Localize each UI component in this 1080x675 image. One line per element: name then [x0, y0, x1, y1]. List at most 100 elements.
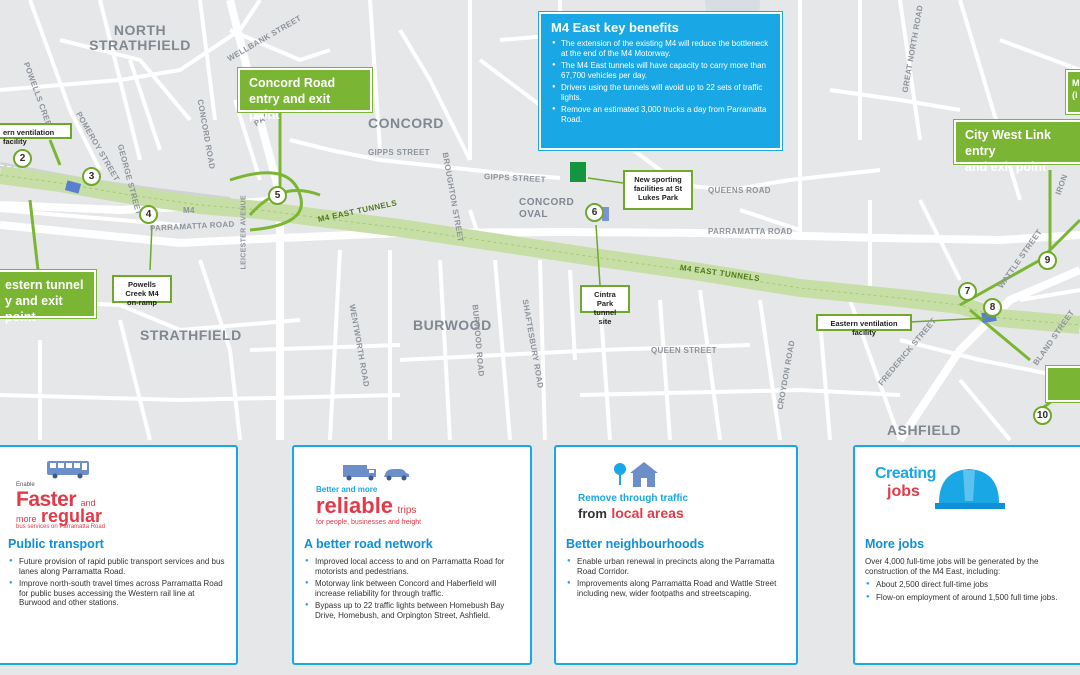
card-item: Bypass up to 22 traffic lights between H… — [305, 601, 520, 620]
suburb-concord-oval: CONCORD OVAL — [519, 197, 575, 220]
street-broughton: BROUGHTON STREET — [440, 151, 466, 243]
badge-reliable: reliable — [316, 493, 394, 518]
suburb-north-strathfield: NORTH STRATHFIELD — [89, 22, 191, 53]
card-neighbourhoods: Remove through traffic from local areas … — [554, 445, 798, 665]
western-ventilation-facility-marker — [64, 180, 82, 194]
tunnel-label-1: M4 EAST TUNNELS — [317, 198, 398, 224]
key-benefit-item: The extension of the existing M4 will re… — [552, 39, 770, 58]
street-queens-road: QUEENS ROAD — [708, 186, 771, 195]
card-road-network: Better and more reliable trips for peopl… — [292, 445, 532, 665]
badge-regular-line: more regular — [16, 506, 102, 527]
badge-reliable-trips: Better and more reliable trips for peopl… — [304, 453, 520, 531]
badge-from: from — [578, 506, 607, 521]
suburb-concord: CONCORD — [368, 115, 444, 131]
street-concord-road: CONCORD ROAD — [195, 98, 217, 170]
badge-faster: Faster — [16, 488, 77, 511]
card-item: Improved local access to and on Parramat… — [305, 557, 520, 576]
marker-3[interactable]: 3 — [82, 167, 101, 186]
card-item: Motorway link between Concord and Haberf… — [305, 579, 520, 598]
card-public-transport: Enable Faster and more regular bus servi… — [0, 445, 238, 665]
key-benefit-item: Remove an estimated 3,000 trucks a day f… — [552, 105, 770, 124]
local-streets — [0, 0, 1080, 442]
street-george: GEORGE STREET — [115, 143, 144, 216]
marker-8[interactable]: 8 — [983, 298, 1002, 317]
sporting-facility-site — [570, 162, 586, 182]
hard-hat-icon — [935, 469, 1005, 509]
suburb-burwood: BURWOOD — [413, 317, 492, 333]
street-parramatta-2: PARRAMATTA ROAD — [708, 227, 793, 236]
card-list-neighbourhoods: Enable urban renewal in precincts along … — [566, 557, 786, 598]
callout-top-right-cut: M (i — [1065, 69, 1080, 115]
key-benefits-list: The extension of the existing M4 will re… — [551, 39, 770, 124]
badge-faster-regular: Enable Faster and more regular bus servi… — [8, 453, 226, 531]
marker-7[interactable]: 7 — [958, 282, 977, 301]
card-jobs: Creating jobs More jobs Over 4,000 full-… — [853, 445, 1080, 665]
badge-from-local-line: from local areas — [578, 505, 684, 523]
badge-jobs: jobs — [887, 483, 920, 500]
tag-leaders — [149, 177, 986, 323]
callout-bottom-right-cut — [1045, 365, 1080, 403]
card-item: Enable urban renewal in precincts along … — [567, 557, 786, 576]
marker-5[interactable]: 5 — [268, 186, 287, 205]
street-queen: QUEEN STREET — [651, 346, 717, 355]
tag-sporting-facilities: New sporting facilities at St Lukes Park — [623, 170, 693, 210]
card-list-jobs: About 2,500 direct full-time jobs Flow-o… — [865, 580, 1072, 602]
badge-faster-line: Faster and — [16, 488, 96, 512]
card-heading-public-transport: Public transport — [8, 537, 104, 551]
street-iron: IRON — [1053, 173, 1070, 197]
street-great-north: GREAT NORTH ROAD — [900, 4, 925, 94]
card-item: Flow-on employment of around 1,500 full … — [866, 593, 1072, 603]
street-gipps-2: GIPPS STREET — [483, 172, 546, 185]
key-benefits-title: M4 East key benefits — [551, 20, 679, 35]
street-gipps-1: GIPPS STREET — [368, 148, 430, 157]
bus-icon — [47, 461, 89, 479]
street-croydon: CROYDON ROAD — [775, 339, 797, 411]
suburb-strathfield: STRATHFIELD — [140, 327, 242, 343]
card-list-public-transport: Future provision of rapid public transpo… — [8, 557, 226, 608]
badge-better-more: Better and more — [316, 485, 378, 494]
callout-concord-road: Concord Road entry and exit point — [237, 67, 373, 122]
tag-powells-creek-ramp: Powells Creek M4 on-ramp — [112, 275, 172, 307]
tag-cintra-park: Cintra Park tunnel site — [580, 285, 630, 326]
card-intro-jobs: Over 4,000 full-time jobs will be genera… — [865, 557, 1039, 576]
marker-9[interactable]: 9 — [1038, 251, 1057, 270]
marker-10[interactable]: 10 — [1033, 406, 1052, 425]
tag-eastern-ventilation: Eastern ventilation facility — [816, 314, 912, 337]
callout-city-west-link: City West Link entry and exit point — [953, 119, 1080, 174]
badge-remove-traffic: Remove through traffic — [578, 493, 689, 504]
street-burwood-road: BURWOOD ROAD — [470, 304, 486, 377]
badge-and: and — [80, 498, 96, 508]
marker-6[interactable]: 6 — [585, 203, 604, 222]
card-item: Future provision of rapid public transpo… — [9, 557, 226, 576]
marker-4[interactable]: 4 — [139, 205, 158, 224]
badge-more: more — [16, 514, 37, 524]
badge-local-areas: Remove through traffic from local areas — [566, 453, 786, 531]
tunnel-label-2: M4 EAST TUNNELS — [679, 263, 761, 284]
callout-western-tunnel: estern tunnel y and exit point — [0, 269, 97, 324]
card-heading-neighbourhoods: Better neighbourhoods — [566, 537, 705, 551]
badge-enable-text: Enable — [16, 482, 35, 488]
tag-western-ventilation: ern ventilation facility — [0, 123, 72, 146]
street-wattle: WATTLE STREET — [996, 227, 1044, 291]
card-item: Improvements along Parramatta Road and W… — [567, 579, 786, 598]
cintra-park-site — [602, 207, 609, 221]
key-benefits-panel: M4 East key benefits The extension of th… — [538, 11, 783, 151]
street-leicester: LEICESTER AVENUE — [240, 195, 248, 270]
card-list-road-network: Improved local access to and on Parramat… — [304, 557, 520, 620]
street-shaftesbury: SHAFTESBURY ROAD — [520, 298, 546, 390]
card-item: About 2,500 direct full-time jobs — [866, 580, 1072, 590]
badge-trips: trips — [397, 505, 417, 516]
key-benefit-item: Drivers using the tunnels will avoid up … — [552, 83, 770, 102]
badge-people-freight: for people, businesses and freight — [316, 519, 422, 526]
card-item: Improve north-south travel times across … — [9, 579, 226, 608]
badge-creating: Creating — [875, 465, 936, 482]
street-wentworth: WENTWORTH ROAD — [347, 303, 371, 388]
street-parramatta-1: PARRAMATTA ROAD — [149, 219, 235, 233]
badge-creating-jobs: Creating jobs — [865, 453, 1072, 531]
badge-bus-services: bus services on Parramatta Road — [16, 524, 106, 530]
marker-2[interactable]: 2 — [13, 149, 32, 168]
street-wellbank: WELLBANK STREET — [225, 13, 304, 64]
card-heading-jobs: More jobs — [865, 537, 925, 551]
street-bland: BLAND STREET — [1031, 308, 1077, 368]
